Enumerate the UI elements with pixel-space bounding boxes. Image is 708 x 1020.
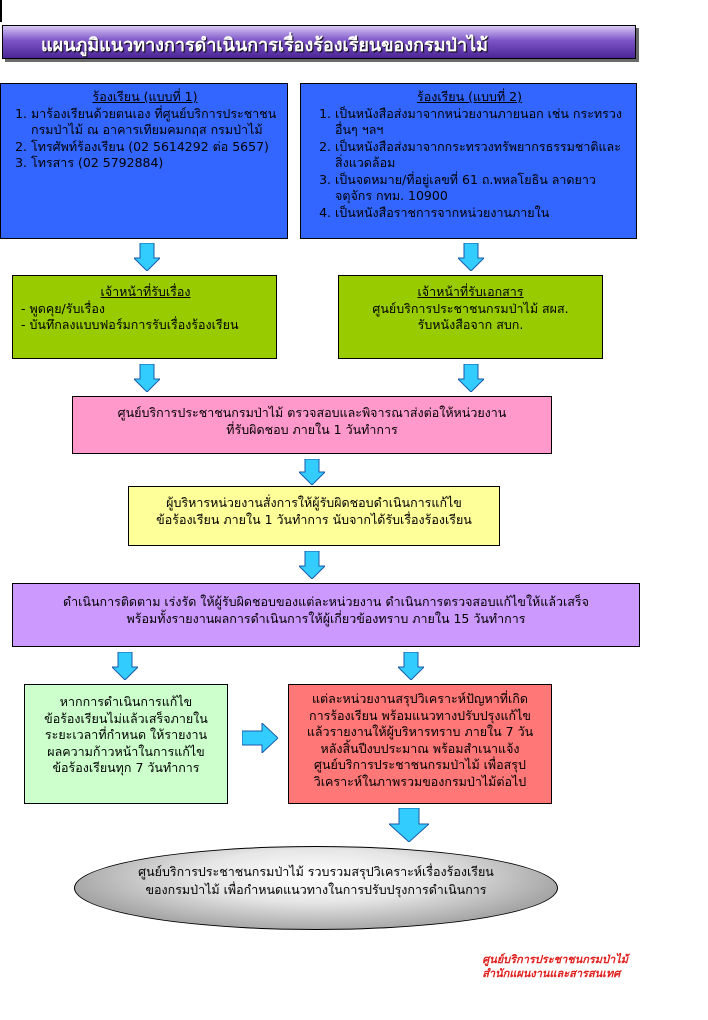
final-summary-oval: ศูนย์บริการประชาชนกรมป่าไม้ รวบรวมสรุปวิ… [74, 846, 558, 930]
down-arrow-icon [134, 243, 160, 271]
unit-summary-line: หลังสิ้นปีงบประมาณ พร้อมสำเนาแจ้ง [320, 740, 520, 756]
final-summary-line: ของกรมป่าไม้ เพื่อกำหนดแนวทางในการปรับปร… [145, 881, 487, 897]
progress-report-line: หากการดำเนินการแก้ไข [59, 694, 193, 709]
unit-summary-box: แต่ละหน่วยงานสรุปวิเคราะห์ปัญหาที่เกิด ก… [288, 684, 552, 804]
down-arrow-icon [299, 459, 325, 485]
title-banner: แผนภูมิแนวทางการดำเนินการเรื่องร้องเรียน… [2, 25, 636, 59]
unit-summary-line: แต่ละหน่วยงานสรุปวิเคราะห์ปัญหาที่เกิด [311, 691, 528, 706]
document-officer-box: เจ้าหน้าที่รับเอกสาร ศูนย์บริการประชาชนก… [338, 275, 603, 359]
down-arrow-icon [398, 652, 424, 680]
executive-order-line: ข้อร้องเรียน ภายใน 1 วันทำการ นับจากได้ร… [156, 511, 472, 527]
down-arrow-icon [299, 551, 325, 579]
complaint-type-1-heading: ร้องเรียน (แบบที่ 1) [92, 89, 198, 104]
executive-order-line: ผู้บริหารหน่วยงานสั่งการให้ผู้รับผิดชอบด… [166, 495, 462, 510]
final-summary-line: ศูนย์บริการประชาชนกรมป่าไม้ รวบรวมสรุปวิ… [138, 864, 494, 879]
down-arrow-icon [458, 364, 484, 392]
complaint-type-1-list: มาร้องเรียนด้วยตนเอง ที่ศูนย์บริการประชา… [7, 106, 283, 172]
list-item: โทรศัพท์ร้องเรียน (02 5614292 ต่อ 5657) [31, 139, 283, 156]
complaint-officer-heading: เจ้าหน้าที่รับเรื่อง [100, 284, 191, 299]
check-forward-box: ศูนย์บริการประชาชนกรมป่าไม้ ตรวจสอบและพิ… [72, 396, 552, 454]
document-officer-heading: เจ้าหน้าที่รับเอกสาร [417, 284, 524, 299]
executive-order-box: ผู้บริหารหน่วยงานสั่งการให้ผู้รับผิดชอบด… [128, 486, 500, 546]
follow-up-line: พร้อมทั้งรายงานผลการดำเนินการให้ผู้เกี่ย… [126, 610, 526, 626]
complaint-officer-box: เจ้าหน้าที่รับเรื่อง - พูดคุย/รับเรื่อง … [12, 275, 277, 359]
footer-line: ศูนย์บริการประชาชนกรมป่าไม้ [482, 953, 628, 966]
page-edge-line [0, 0, 2, 22]
complaint-officer-line: - บันทึกลงแบบฟอร์มการรับเรื่องร้องเรียน [21, 317, 239, 332]
complaint-type-1-box: ร้องเรียน (แบบที่ 1) มาร้องเรียนด้วยตนเอ… [0, 83, 288, 239]
down-arrow-icon [389, 808, 429, 842]
list-item: เป็นจดหมาย/ที่อยู่เลขที่ 61 ถ.พหลโยธิน ล… [335, 172, 630, 205]
progress-report-line: ระยะเวลาที่กำหนด ให้รายงาน [44, 727, 208, 742]
complaint-type-2-heading: ร้องเรียน (แบบที่ 2) [417, 89, 522, 104]
document-officer-line: ศูนย์บริการประชาชนกรมป่าไม้ สผส. [372, 300, 569, 316]
footer-line: สำนักแผนงานและสารสนเทศ [482, 967, 621, 981]
unit-summary-line: วิเคราะห์ในภาพรวมของกรมป่าไม้ต่อไป [313, 773, 527, 789]
list-item: เป็นหนังสือราชการจากหน่วยงานภายใน [335, 205, 630, 222]
progress-report-box: หากการดำเนินการแก้ไข ข้อร้องเรียนไม่แล้ว… [24, 684, 228, 804]
unit-summary-line: ศูนย์บริการประชาชนกรมป่าไม้ เพื่อสรุป [314, 757, 526, 772]
unit-summary-line: การร้องเรียน พร้อมแนวทางปรับปรุงแก้ไข [309, 707, 531, 723]
list-item: เป็นหนังสือส่งมาจากกระทรวงทรัพยากรธรรมชา… [335, 139, 630, 172]
list-item: มาร้องเรียนด้วยตนเอง ที่ศูนย์บริการประชา… [31, 106, 283, 139]
progress-report-line: ข้อร้องเรียนไม่แล้วเสร็จภายใน [44, 710, 208, 726]
right-arrow-icon [242, 723, 278, 753]
complaint-type-2-list: เป็นหนังสือส่งมาจากหน่วยงานภายนอก เช่น ก… [309, 106, 630, 222]
follow-up-line: ดำเนินการติดตาม เร่งรัด ให้ผู้รับผิดชอบข… [63, 594, 589, 609]
document-officer-line: รับหนังสือจาก สบก. [417, 317, 524, 332]
down-arrow-icon [112, 652, 138, 680]
down-arrow-icon [458, 243, 484, 271]
check-forward-line: ศูนย์บริการประชาชนกรมป่าไม้ ตรวจสอบและพิ… [117, 405, 507, 420]
complaint-type-2-box: ร้องเรียน (แบบที่ 2) เป็นหนังสือส่งมาจาก… [300, 83, 637, 239]
follow-up-box: ดำเนินการติดตาม เร่งรัด ให้ผู้รับผิดชอบข… [12, 583, 640, 647]
complaint-officer-line: - พูดคุย/รับเรื่อง [21, 300, 105, 316]
page-title: แผนภูมิแนวทางการดำเนินการเรื่องร้องเรียน… [41, 35, 489, 56]
check-forward-line: ที่รับผิดชอบ ภายใน 1 วันทำการ [226, 421, 398, 437]
progress-report-line: ข้อร้องเรียนทุก 7 วันทำการ [52, 760, 200, 775]
list-item: โทรสาร (02 5792884) [31, 155, 283, 172]
list-item: เป็นหนังสือส่งมาจากหน่วยงานภายนอก เช่น ก… [335, 106, 630, 139]
unit-summary-line: แล้วรายงานให้ผู้บริหารทราบ ภายใน 7 วัน [306, 724, 534, 739]
footer-credit: ศูนย์บริการประชาชนกรมป่าไม้ สำนักแผนงานแ… [482, 953, 628, 982]
down-arrow-icon [134, 364, 160, 392]
progress-report-line: ผลความก้าวหน้าในการแก้ไข [47, 743, 205, 759]
